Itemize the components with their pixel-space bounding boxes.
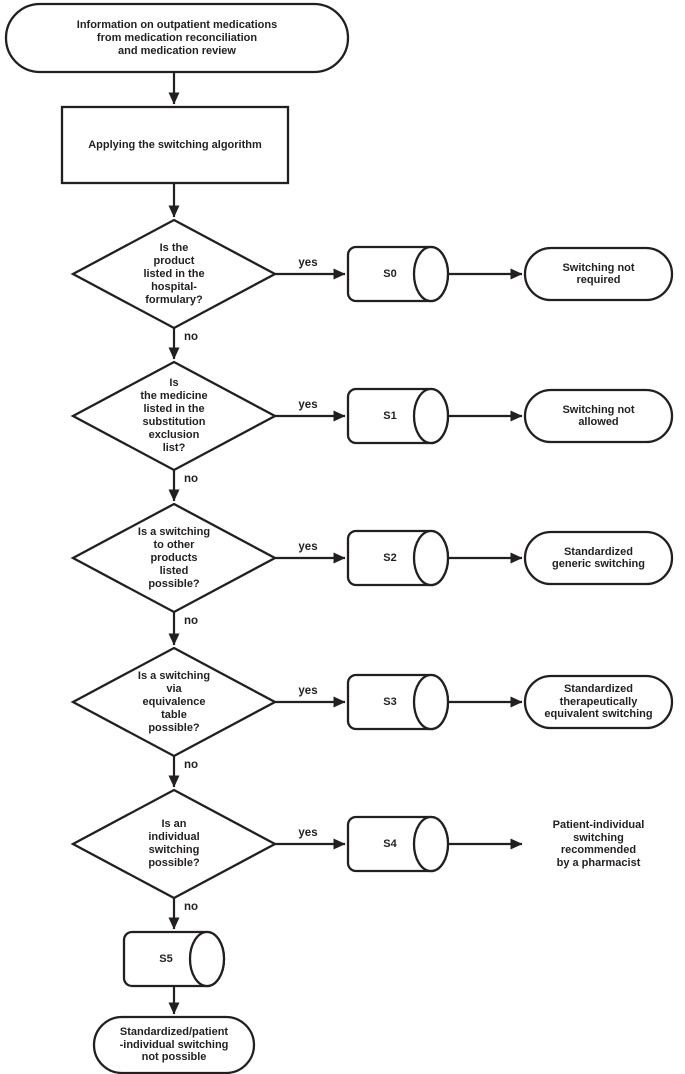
decision-4-shape [70,646,278,758]
step-s1-label: S1 [383,409,397,422]
outcome-3-terminator-shape [523,530,674,586]
outcome-2-terminator-shape [523,388,674,444]
decision-2-yes-label: yes [298,399,318,411]
outcome-4-label: Standardized therapeutically equivalent … [544,683,653,721]
decision-4-question: Is a switching via equivalence table pos… [137,669,211,734]
process-box-shape [60,105,290,185]
step-s4-label: S4 [383,837,397,850]
decision-1-yes-label: yes [298,257,318,269]
decision-1-question: Is the product listed in the hospital- f… [143,241,205,306]
step-s2-cylinder-cap [412,529,450,587]
decision-5-no-label: no [184,901,199,913]
step-s4-cylinder-cap [412,815,450,873]
outcome-4-terminator-shape [523,674,674,730]
step-s2-label: S2 [383,551,397,564]
decision-3-shape [70,502,278,614]
decision-3-yes-label: yes [298,541,318,553]
decision-5-shape [70,788,278,900]
start-terminator-label: Information on outpatient medications fr… [76,18,278,57]
final-outcome-label: Standardized/patient -individual switchi… [119,1026,229,1064]
step-s0-cylinder-cap [412,245,450,303]
decision-2-question: Is the medicine listed in the substituti… [140,377,208,454]
outcome-1-label: Switching not required [562,261,635,287]
step-s5-cylinder-cap [188,930,226,988]
decision-4-yes-label: yes [298,685,318,697]
step-s3-cylinder-cap [412,673,450,731]
final-outcome-terminator-shape [92,1015,256,1074]
step-s3-label: S3 [383,695,397,708]
start-terminator-shape [4,2,350,74]
outcome-1-terminator-shape [523,246,674,302]
step-s0-label: S0 [383,267,397,280]
decision-2-shape [70,360,278,472]
step-s1-cylinder-cap [412,387,450,445]
process-box-label: Applying the switching algorithm [88,138,262,151]
decision-1-no-label: no [184,331,199,343]
outcome-2-label: Switching not allowed [562,403,635,429]
step-s5-label: S5 [159,952,173,965]
decision-4-no-label: no [184,759,199,771]
decision-3-question: Is a switching to other products listed … [137,525,211,590]
decision-5-yes-label: yes [298,827,318,839]
decision-1-shape [70,218,278,330]
decision-2-no-label: no [184,473,199,485]
decision-3-no-label: no [184,615,199,627]
decision-5-question: Is an individual switching possible? [148,818,200,869]
outcome-3-label: Standardized generic switching [552,545,645,571]
outcome-5-label: Patient-individual switching recommended… [552,819,645,869]
